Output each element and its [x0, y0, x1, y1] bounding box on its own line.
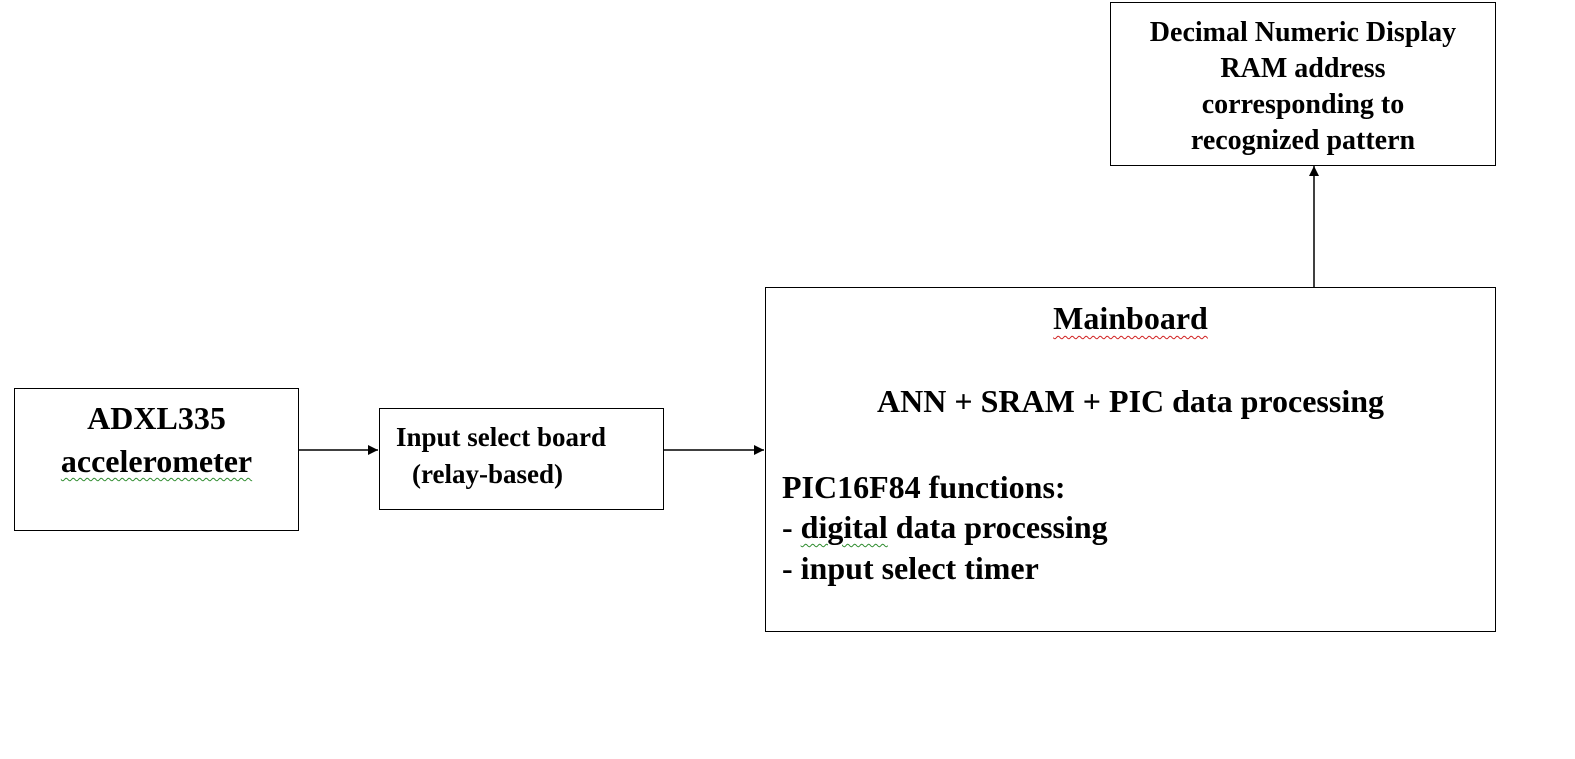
input-select-label-line1: Input select board: [396, 422, 607, 452]
input-select-box: Input select board (relay-based): [379, 408, 664, 510]
accelerometer-label-line2: accelerometer: [15, 445, 298, 477]
mainboard-function-1-rest: data processing: [887, 509, 1108, 545]
mainboard-function-1-word: digital: [800, 509, 888, 545]
display-label-line4: recognized pattern: [1190, 125, 1416, 156]
input-select-label-line2: (relay-based): [412, 459, 563, 489]
mainboard-summary: ANN + SRAM + PIC data processing: [877, 383, 1384, 419]
accelerometer-label-line1: ADXL335: [87, 400, 226, 436]
accelerometer-label-word: accelerometer: [60, 443, 253, 479]
mainboard-functions-heading: PIC16F84 functions:: [782, 469, 1066, 505]
display-label-line2: RAM address: [1220, 53, 1386, 84]
mainboard-title: Mainboard: [766, 302, 1495, 334]
mainboard-box: Mainboard ANN + SRAM + PIC data processi…: [765, 287, 1496, 632]
display-label-line1: Decimal Numeric Display: [1149, 17, 1457, 48]
mainboard-title-word: Mainboard: [1053, 300, 1208, 336]
mainboard-function-1: - digital data processing: [782, 511, 1108, 543]
display-label-line3: corresponding to: [1201, 89, 1405, 120]
mainboard-function-2: - input select timer: [782, 550, 1039, 586]
accelerometer-box: ADXL335 accelerometer: [14, 388, 299, 531]
mainboard-function-1-prefix: -: [782, 509, 801, 545]
display-box: Decimal Numeric Display RAM address corr…: [1110, 2, 1496, 166]
